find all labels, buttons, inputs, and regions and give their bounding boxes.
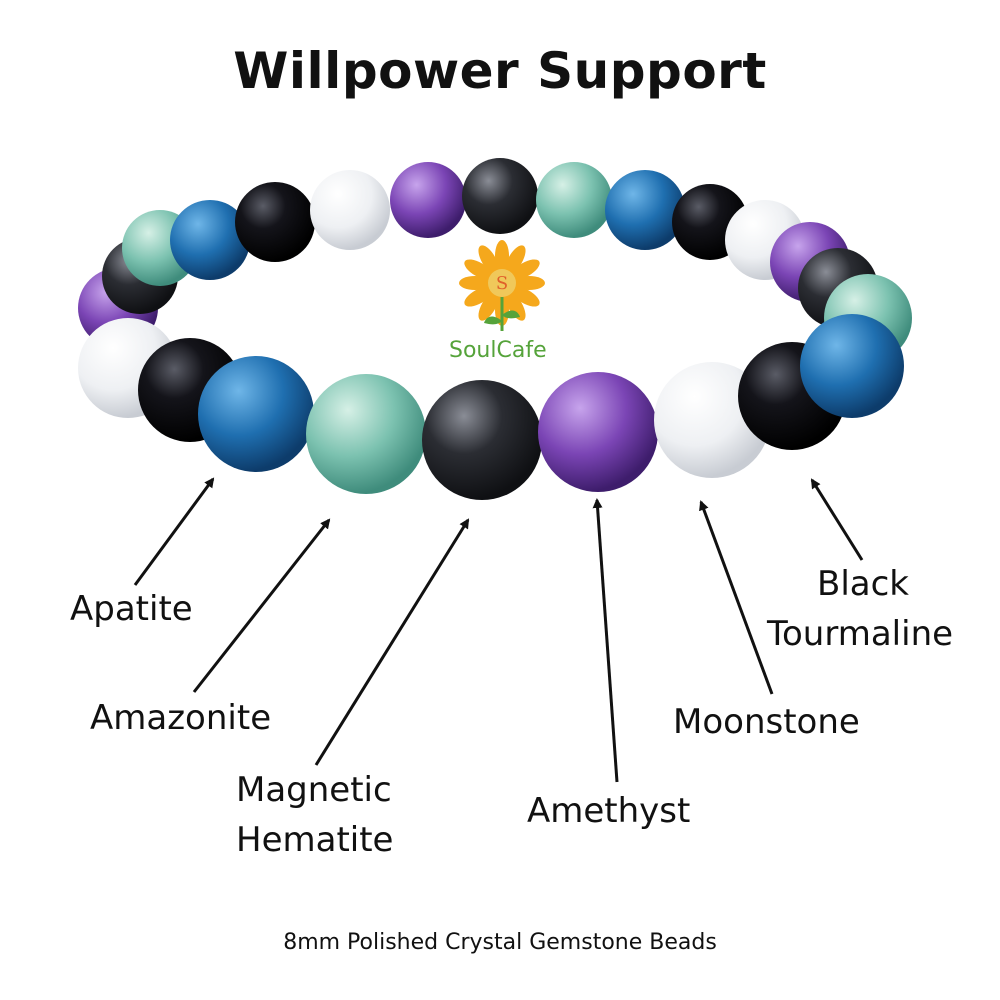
label-amazonite: Amazonite: [90, 698, 272, 738]
bead-back-amethyst-center: [390, 162, 466, 238]
arrow-amethyst: [592, 498, 619, 783]
bead-back-apatite-right: [605, 170, 685, 250]
bead-back-moonstone-left: [310, 170, 390, 250]
bead-back-apatite-left: [170, 200, 250, 280]
bead-back-tourmaline-left: [235, 182, 315, 262]
bead-front-apatite-right: [800, 314, 904, 418]
arrow-tourmaline: [810, 478, 864, 561]
label-apatite: Apatite: [70, 589, 193, 629]
arrow-apatite: [133, 477, 215, 586]
svg-text:S: S: [496, 273, 508, 294]
bracelet-front-row: [78, 314, 904, 500]
page-title: Willpower Support: [233, 42, 767, 100]
brand-name: SoulCafe: [449, 338, 547, 363]
bracelet-back-row: [78, 158, 912, 362]
label-moonstone: Moonstone: [673, 702, 860, 742]
label-tourmaline-line2: Tourmaline: [767, 614, 954, 654]
arrow-moonstone: [699, 500, 774, 695]
sunflower-logo-icon: S: [459, 240, 545, 331]
bead-amazonite: [306, 374, 426, 494]
arrow-hematite: [314, 518, 470, 766]
bead-hematite: [422, 380, 542, 500]
pointer-arrows: [133, 477, 864, 783]
label-hematite-line2: Hematite: [236, 820, 394, 860]
label-amethyst: Amethyst: [527, 791, 691, 831]
bead-back-hematite-center: [462, 158, 538, 234]
label-hematite-line1: Magnetic: [236, 770, 392, 810]
bead-apatite: [198, 356, 314, 472]
caption: 8mm Polished Crystal Gemstone Beads: [283, 930, 717, 955]
bead-amethyst: [538, 372, 658, 492]
label-tourmaline-line1: Black: [817, 564, 909, 604]
bead-back-amazonite-center: [536, 162, 612, 238]
arrow-amazonite: [192, 518, 331, 693]
